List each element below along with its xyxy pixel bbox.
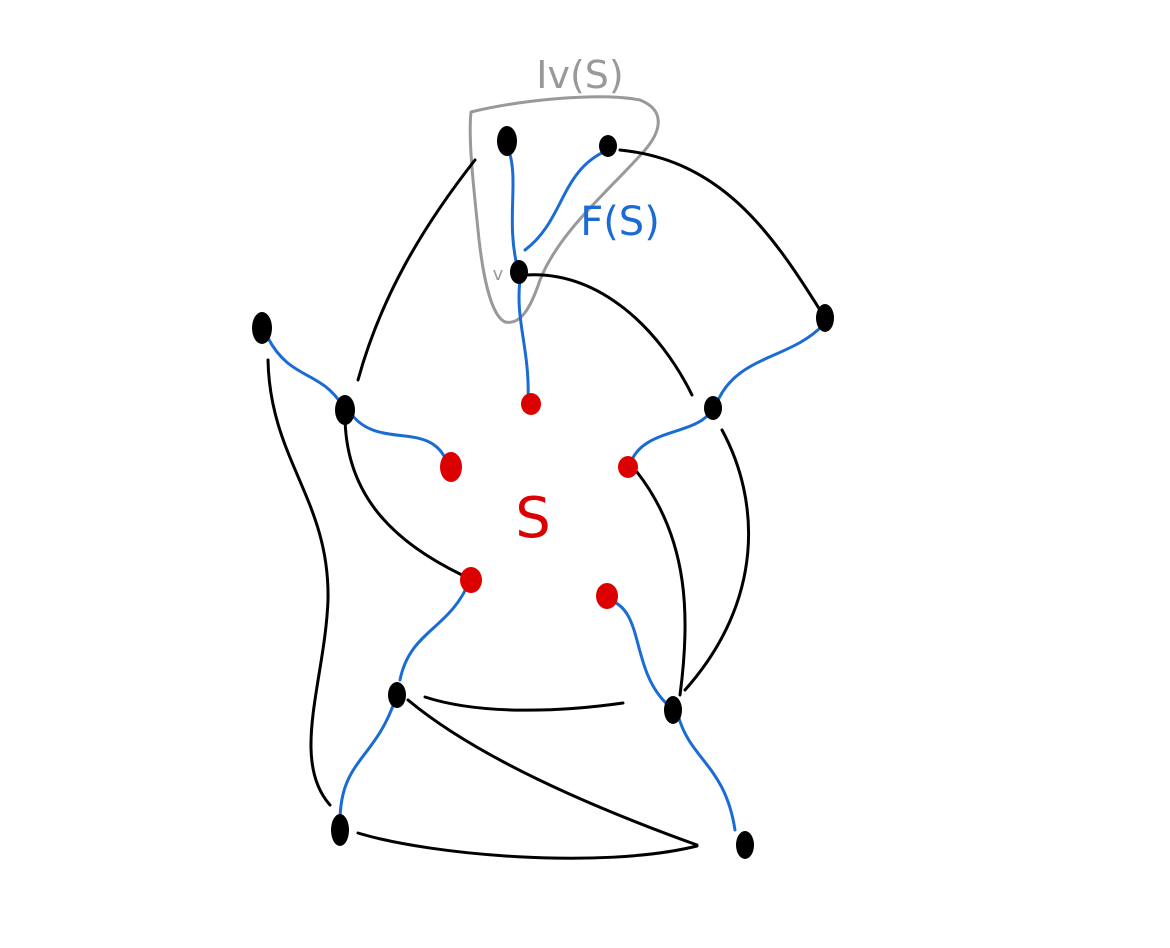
black-vertices bbox=[252, 126, 834, 859]
forest-edge bbox=[398, 578, 472, 682]
s-vertex bbox=[596, 583, 618, 609]
s-vertex bbox=[440, 452, 462, 482]
vertex-v bbox=[510, 260, 528, 284]
vertex bbox=[599, 135, 617, 157]
edge bbox=[406, 698, 699, 847]
forest-edge bbox=[628, 413, 710, 467]
forest-edge bbox=[517, 278, 530, 402]
set-s-vertices bbox=[440, 393, 638, 609]
vertex bbox=[664, 696, 682, 724]
black-edges bbox=[266, 148, 822, 860]
edge bbox=[635, 470, 687, 697]
iv-s-hull bbox=[468, 95, 660, 324]
edge bbox=[523, 273, 694, 397]
edge bbox=[683, 428, 751, 692]
vertex bbox=[331, 814, 349, 846]
forest-edge bbox=[506, 146, 520, 272]
forest-edge bbox=[714, 323, 825, 407]
vertex bbox=[816, 304, 834, 332]
edge bbox=[618, 148, 822, 312]
forest-edges bbox=[266, 146, 825, 832]
forest-edge bbox=[266, 336, 344, 407]
s-label: S bbox=[515, 486, 551, 551]
vertex bbox=[704, 396, 722, 420]
iv-s-label: Iv(S) bbox=[536, 53, 623, 97]
s-vertex bbox=[460, 567, 482, 593]
vertex bbox=[335, 395, 355, 425]
vertex bbox=[252, 312, 272, 344]
vertex bbox=[497, 126, 517, 156]
edge bbox=[266, 358, 332, 807]
forest-edge bbox=[350, 413, 449, 464]
forest-edge bbox=[607, 598, 670, 707]
vertex bbox=[388, 682, 406, 708]
forest-edge bbox=[338, 698, 397, 824]
edge bbox=[356, 831, 699, 860]
edge bbox=[423, 695, 625, 712]
forest-edge bbox=[523, 148, 610, 252]
s-vertex bbox=[618, 456, 638, 478]
edge bbox=[356, 158, 477, 382]
f-s-label: F(S) bbox=[580, 199, 660, 245]
vertex bbox=[736, 831, 754, 859]
s-vertex bbox=[521, 393, 541, 415]
v-label: v bbox=[493, 264, 504, 285]
edge bbox=[343, 413, 464, 577]
forest-edge bbox=[676, 713, 737, 832]
